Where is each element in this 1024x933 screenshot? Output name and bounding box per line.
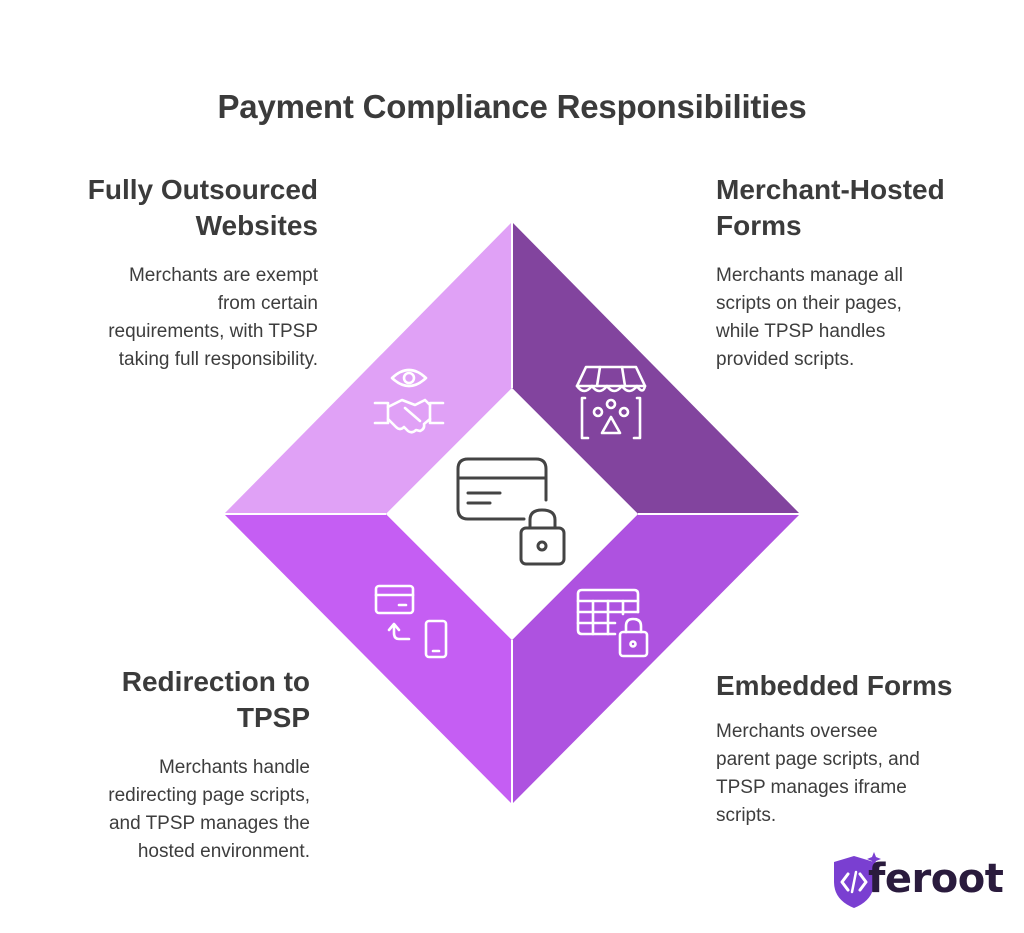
quadrant-embedded-forms-text: Embedded Forms Merchants oversee parent … xyxy=(716,668,1006,830)
quadrant-panel-bottom-right xyxy=(512,514,800,804)
quadrant-heading: Fully Outsourced Websites xyxy=(87,174,318,241)
table-lock-icon xyxy=(576,588,649,658)
quadrant-description: Merchants manage all scripts on their pa… xyxy=(716,265,903,370)
quadrant-merchant-hosted-text: Merchant-Hosted Forms Merchants manage a… xyxy=(716,172,1006,374)
logo-wordmark: feroot xyxy=(868,856,1004,902)
page-title: Payment Compliance Responsibilities xyxy=(217,88,807,125)
quadrant-heading: Merchant-Hosted Forms xyxy=(716,174,945,241)
card-lock-icon xyxy=(456,457,566,566)
sparkle-icon xyxy=(867,852,881,866)
center-diamond xyxy=(386,388,638,640)
quadrant-description: Merchants are exempt from certain requir… xyxy=(108,265,318,370)
shield-code-icon xyxy=(834,856,874,908)
quadrant-heading: Redirection to TPSP xyxy=(121,666,310,733)
feroot-logo xyxy=(834,852,881,908)
quadrant-heading: Embedded Forms xyxy=(716,670,953,701)
quadrant-redirection-text: Redirection to TPSP Merchants handle red… xyxy=(40,664,310,866)
storefront-icon xyxy=(575,365,647,440)
card-redirect-phone-icon xyxy=(374,584,448,659)
quadrant-description: Merchants oversee parent page scripts, a… xyxy=(716,721,920,826)
quadrant-panel-bottom-left xyxy=(224,514,512,804)
quadrant-panel-top-left xyxy=(224,222,512,514)
quadrant-description: Merchants handle redirecting page script… xyxy=(108,757,310,862)
quadrant-fully-outsourced-text: Fully Outsourced Websites Merchants are … xyxy=(40,172,318,374)
quadrant-panel-top-right xyxy=(512,222,800,514)
eye-handshake-icon xyxy=(373,368,445,434)
